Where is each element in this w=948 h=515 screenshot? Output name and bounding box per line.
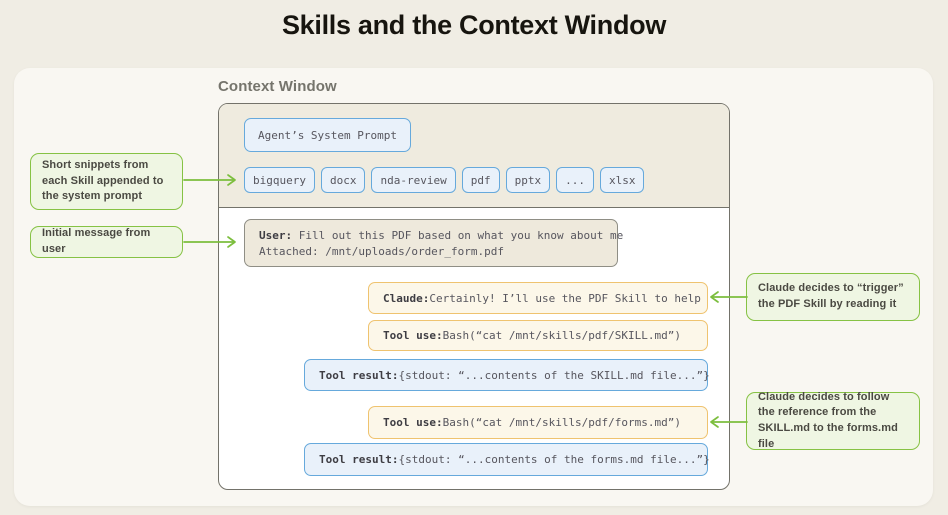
tool-use-skill-box: Tool use: Bash(“cat /mnt/skills/pdf/SKIL… — [368, 320, 708, 351]
arrow-skills-right-icon — [183, 174, 236, 186]
skill-chip-ellipsis: ... — [556, 167, 594, 193]
user-message-box: User: Fill out this PDF based on what yo… — [244, 219, 624, 267]
skill-chip-pptx: pptx — [505, 167, 551, 193]
skill-chip-row: bigquery docx nda-review pdf pptx ... xl… — [244, 167, 645, 193]
user-message-line-1: User: Fill out this PDF based on what yo… — [259, 229, 624, 242]
skill-chip-docx: docx — [320, 167, 366, 193]
context-window-label: Context Window — [218, 78, 337, 95]
arrow-user-message-right-icon — [183, 236, 236, 248]
agent-system-prompt-label: Agent’s System Prompt — [257, 128, 398, 142]
agent-system-prompt-box: Agent’s System Prompt — [244, 118, 411, 152]
system-prompt-section: Agent’s System Prompt bigquery docx nda-… — [219, 104, 729, 208]
skill-chip-xlsx: xlsx — [599, 167, 645, 193]
conversation-section: User: Fill out this PDF based on what yo… — [219, 208, 729, 489]
tool-use-forms-box: Tool use: Bash(“cat /mnt/skills/pdf/form… — [368, 406, 708, 439]
user-message-line-2: Attached: /mnt/uploads/order_form.pdf — [259, 245, 505, 258]
context-window-box: Agent’s System Prompt bigquery docx nda-… — [218, 103, 730, 490]
claude-message-box: Claude: Certainly! I’ll use the PDF Skil… — [368, 282, 708, 314]
annotation-follow-reference: Claude decides to follow the reference f… — [746, 391, 920, 450]
skill-chip-nda-review: nda-review — [371, 167, 456, 193]
skill-chip-pdf: pdf — [461, 167, 500, 193]
arrow-trigger-left-icon — [710, 291, 748, 303]
arrow-follow-left-icon — [710, 416, 748, 428]
tool-result-skill-box: Tool result: {stdout: “...contents of th… — [304, 359, 710, 391]
annotation-skill-snippets: Short snippets from each Skill appended … — [30, 153, 183, 210]
diagram-title: Skills and the Context Window — [281, 10, 667, 40]
annotation-trigger-skill: Claude decides to “trigger” the PDF Skil… — [746, 273, 920, 321]
skill-chip-bigquery: bigquery — [244, 167, 315, 193]
tool-result-forms-box: Tool result: {stdout: “...contents of th… — [304, 443, 710, 476]
annotation-initial-message: Initial message from user — [30, 226, 183, 258]
